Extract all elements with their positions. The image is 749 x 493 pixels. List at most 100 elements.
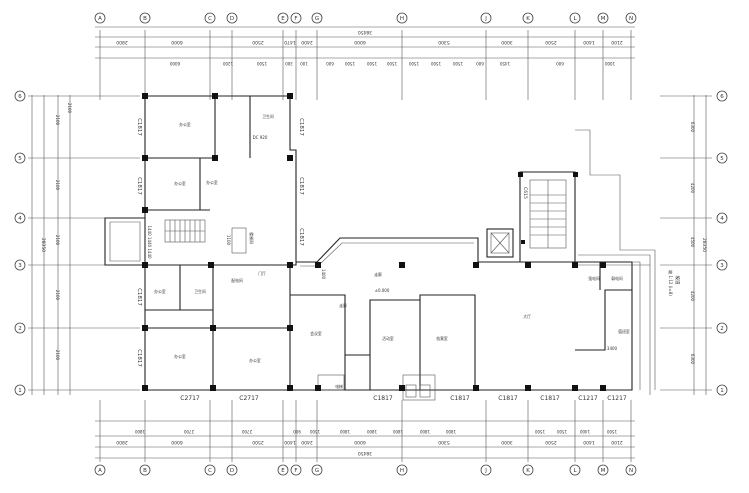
dim-text: 1500 xyxy=(534,429,545,434)
room-label: 大厅 xyxy=(523,314,531,319)
axis-label: L xyxy=(573,468,577,474)
dim-text: 5300 xyxy=(438,39,450,45)
dim-text: 1800 xyxy=(392,429,403,434)
dim-text: 2400 xyxy=(301,39,313,45)
window-label: C1817 xyxy=(450,395,470,402)
room-label: 卫生间 xyxy=(262,114,274,119)
dim-text: 2100 xyxy=(67,103,72,114)
dim-text: 900 xyxy=(293,429,301,434)
dim-text: 2100 xyxy=(55,235,60,246)
axis-label: M xyxy=(601,16,606,22)
axis-label: 5 xyxy=(18,156,22,162)
axis-label: H xyxy=(400,16,404,22)
window-label: C1217 xyxy=(578,395,598,402)
axis-label: 6 xyxy=(720,94,724,100)
dim-text: 1500 xyxy=(386,61,397,66)
axis-label: F xyxy=(294,468,297,474)
axis-label: B xyxy=(143,468,147,474)
room-label: 办公室 xyxy=(249,358,261,363)
axis-label: J xyxy=(484,468,487,474)
axis-label: 4 xyxy=(720,216,724,222)
room-label: 门厅 xyxy=(258,271,266,276)
dim-text: 2800 xyxy=(116,439,128,445)
right-total-dim: 28350 xyxy=(701,238,707,252)
room-labels: 办公室 办公室 卫生间 办公室 卫生间 楼梯间 门厅 走廊 办公室 配电间 办公… xyxy=(154,114,630,389)
dim-text: 1400 xyxy=(284,439,296,445)
dim-text: 1500 xyxy=(344,61,355,66)
axis-label: 1 xyxy=(720,388,724,394)
axis-label: F xyxy=(294,16,297,22)
dim-text: 2500 xyxy=(545,439,557,445)
dim-text: 1400 xyxy=(579,429,590,434)
stair-dim-label-b: 1100 xyxy=(226,235,231,246)
dim-text: 2100 xyxy=(55,115,60,126)
axis-label: 2 xyxy=(720,326,724,332)
right-dimension-lines xyxy=(660,95,712,395)
dim-text: 3000 xyxy=(501,439,513,445)
dim-text: 1470 xyxy=(284,39,296,45)
room-label: 办公室 xyxy=(179,122,191,127)
dim-text: 4500 xyxy=(690,237,695,248)
structural-columns xyxy=(142,93,606,391)
dim-text: 600 xyxy=(476,61,484,66)
room-label: 档案室 xyxy=(436,336,448,341)
axis-label: D xyxy=(230,16,234,22)
axis-label: C xyxy=(208,468,212,474)
dim-text: 1400 xyxy=(583,439,595,445)
dim-text: 2400 xyxy=(301,439,313,445)
dim-text: 5300 xyxy=(438,439,450,445)
dim-text: 1500 xyxy=(452,61,463,66)
dim-text: 2700 xyxy=(241,429,252,434)
window-labels-right: C1817 C1817 C1817 xyxy=(298,118,304,246)
dim-text: 600 xyxy=(556,61,564,66)
dim-text: 6300 xyxy=(690,122,695,133)
room-label: 办公室 xyxy=(174,181,186,186)
dim-text: 2500 xyxy=(545,39,557,45)
axis-label: A xyxy=(98,16,102,22)
dim-text: 4200 xyxy=(690,183,695,194)
axis-label: L xyxy=(573,16,577,22)
axis-label: N xyxy=(629,16,633,22)
axis-label: A xyxy=(98,468,102,474)
left-total-dim: 28350 xyxy=(40,238,46,252)
room-label: 值班室 xyxy=(618,329,630,334)
axis-label: 3 xyxy=(18,263,22,269)
cdt-label: C615 xyxy=(522,187,528,199)
dim-text: 1500 xyxy=(606,429,617,434)
window-label: C2717 xyxy=(180,395,200,402)
room-label: 强电间 xyxy=(588,276,600,281)
room-label: 会议室 xyxy=(310,331,322,336)
dim-text: 3000 xyxy=(501,39,513,45)
annotations: 1440 1440 1440 1100 DC 920 ±0.000 C615 坡… xyxy=(147,135,681,351)
dim-text: 1400 xyxy=(583,39,595,45)
top-dim-row2: 6000 1200 1500 300 100 600 1500 1500 150… xyxy=(169,61,615,66)
window-labels-bottom: C2717 C2717 C1817 C1817 C1817 C1817 C121… xyxy=(180,395,627,402)
dim-text: 6000 xyxy=(354,439,366,445)
dim-text: 100 xyxy=(300,61,308,66)
top-total-dim: 38450 xyxy=(358,29,372,35)
dim-text: 1500 xyxy=(309,429,320,434)
axis-label: K xyxy=(526,468,530,474)
window-label: C1817 xyxy=(540,395,560,402)
axis-label: 2 xyxy=(18,326,22,332)
slope-detail-label: 坡 1:12 (i=8) xyxy=(668,270,674,296)
axis-label: H xyxy=(400,468,404,474)
dim-text: 1800 xyxy=(445,429,456,434)
door-note-label: DC 920 xyxy=(253,135,268,140)
axis-label: E xyxy=(281,468,285,474)
top-dimension-lines xyxy=(95,26,635,100)
window-label: C1817 xyxy=(136,288,142,306)
window-label: C1817 xyxy=(373,395,393,402)
right-dim-col: 6300 4200 4500 4200 6300 xyxy=(690,122,695,365)
bottom-axis-bubbles: A B C D E F G H J K L M N xyxy=(94,464,637,476)
slope-note-label: 坡道 xyxy=(674,276,681,285)
bottom-dim-row1: 1800 2700 2700 900 1500 1800 1800 1800 1… xyxy=(134,429,617,434)
dim-text: 6000 xyxy=(171,39,183,45)
dim-text: 6000 xyxy=(171,439,183,445)
left-axis-bubbles: 6 5 4 3 2 1 xyxy=(14,90,26,396)
window-label: C1817 xyxy=(498,395,518,402)
axis-label: J xyxy=(484,16,487,22)
axis-label: N xyxy=(629,468,633,474)
dim-text: 2100 xyxy=(55,290,60,301)
